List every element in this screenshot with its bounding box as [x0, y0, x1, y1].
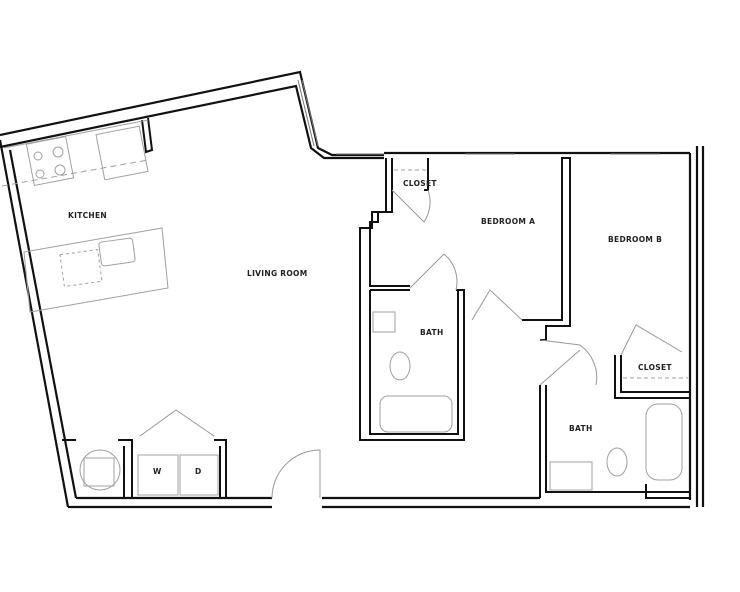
dryer-label: D	[195, 467, 202, 476]
door-swings	[139, 189, 683, 499]
washer-label: W	[153, 467, 162, 476]
room-label-closet-a: CLOSET	[403, 179, 437, 188]
room-label-kitchen: KITCHEN	[68, 211, 107, 220]
room-label-closet-b: CLOSET	[638, 363, 672, 372]
room-label-bedroom-b: BEDROOM B	[608, 235, 663, 244]
room-label-bath-b: BATH	[569, 424, 593, 433]
windows	[297, 79, 660, 155]
fixtures	[1, 119, 688, 496]
room-label-living-room: LIVING ROOM	[247, 269, 308, 278]
interior-walls	[62, 117, 690, 499]
room-label-bedroom-a: BEDROOM A	[481, 217, 536, 226]
room-label-bath-a: BATH	[420, 328, 444, 337]
exterior-walls	[0, 70, 705, 509]
